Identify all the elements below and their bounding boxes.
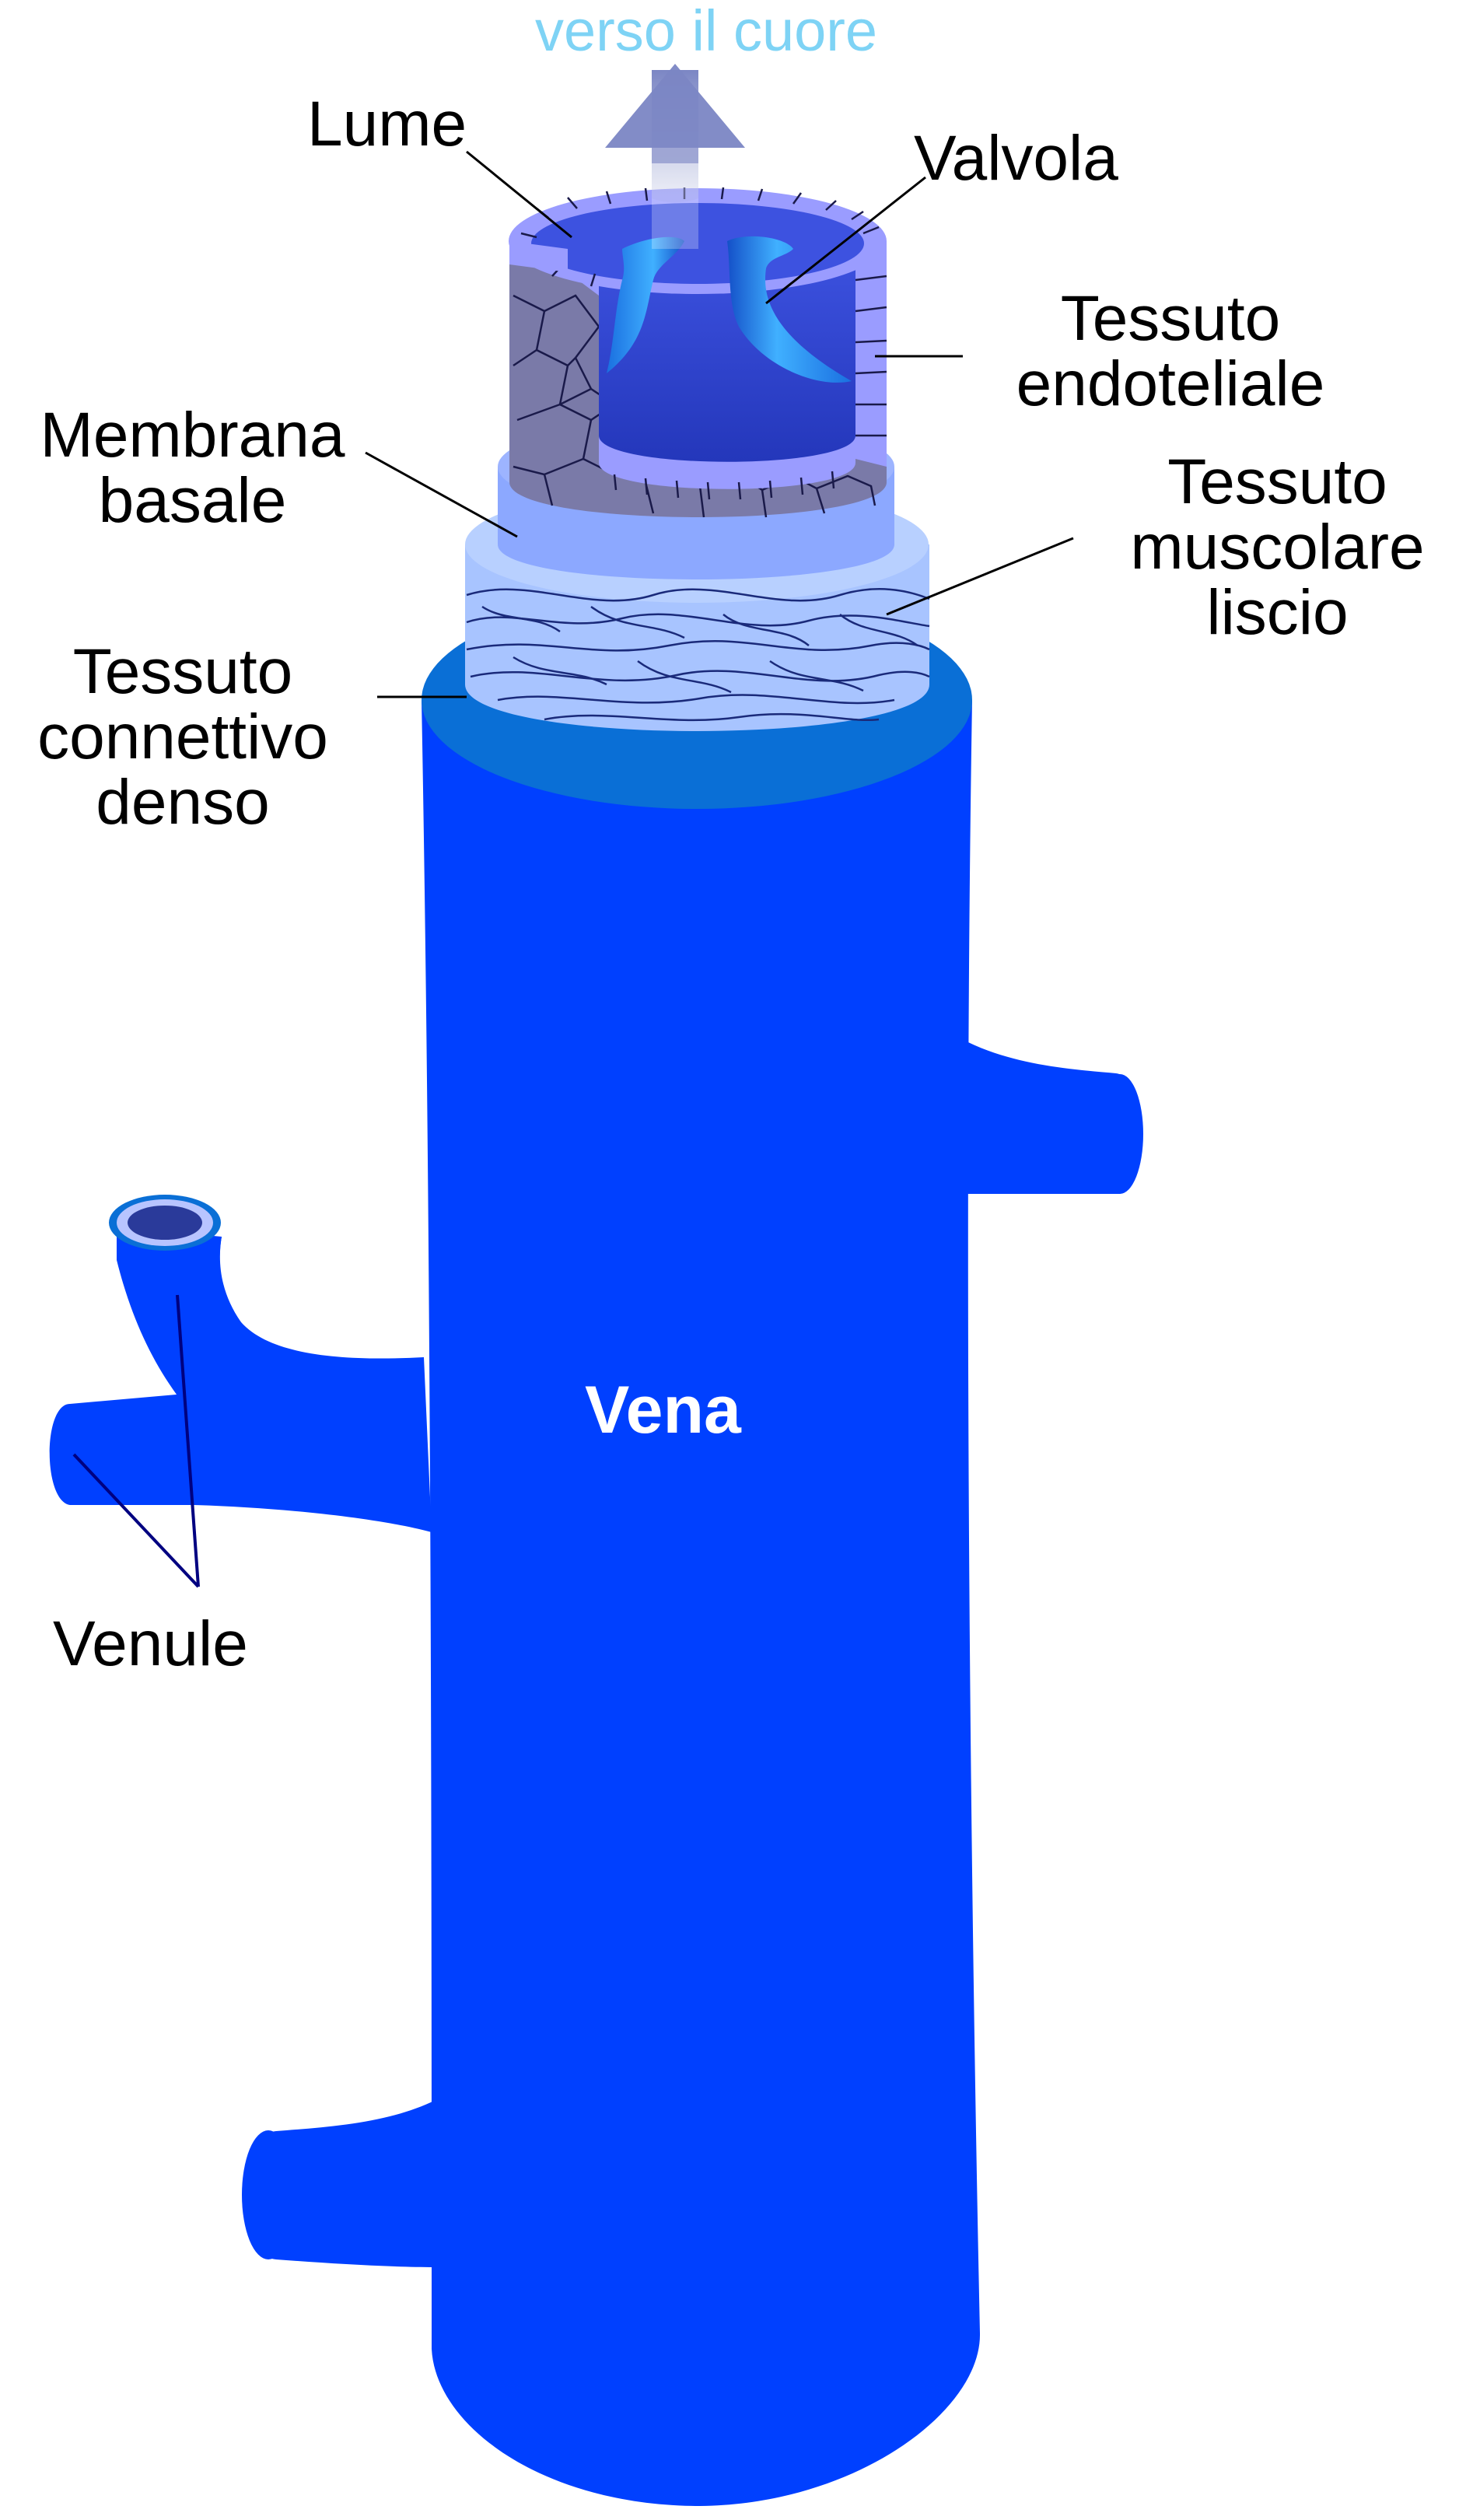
label-tessuto-connettivo-line1: Tessuto bbox=[72, 636, 293, 707]
vein-branch-right-end bbox=[1097, 1074, 1143, 1194]
label-tessuto-muscolare: Tessuto muscolare liscio bbox=[1089, 450, 1466, 646]
label-valvola: Valvola bbox=[914, 123, 1118, 194]
direction-arrow bbox=[605, 64, 745, 249]
label-tessuto-connettivo: Tessuto connettivo denso bbox=[0, 639, 366, 835]
label-tessuto-endoteliale-line2: endoteliale bbox=[1016, 348, 1325, 419]
label-tessuto-muscolare-line3: liscio bbox=[1206, 577, 1349, 648]
label-lume: Lume bbox=[307, 89, 467, 159]
vein-branch-right bbox=[957, 1038, 1142, 1194]
label-tessuto-connettivo-line3: denso bbox=[96, 767, 270, 838]
direction-label: verso il cuore bbox=[535, 0, 878, 63]
vein-branch-left-lower-end bbox=[242, 2130, 295, 2259]
label-vena: Vena bbox=[585, 1373, 741, 1447]
leader-membrana bbox=[365, 451, 518, 538]
label-tessuto-endoteliale-line1: Tessuto bbox=[1060, 283, 1281, 354]
valve-leaflet-left bbox=[607, 236, 684, 373]
valve bbox=[607, 236, 852, 383]
label-venule: Venule bbox=[53, 1608, 248, 1679]
label-membrana-basale-line2: basale bbox=[98, 465, 287, 536]
valve-leaflet-right bbox=[727, 236, 852, 383]
vein-trunk bbox=[422, 700, 981, 2506]
label-membrana-basale-line1: Membrana bbox=[40, 400, 345, 471]
leader-valvola bbox=[765, 176, 926, 305]
venule-leaders bbox=[72, 1294, 200, 1588]
label-membrana-basale: Membrana basale bbox=[0, 403, 385, 534]
label-tessuto-muscolare-line2: muscolare bbox=[1130, 512, 1425, 583]
leader-lume bbox=[466, 150, 572, 239]
endothelium-layer bbox=[509, 187, 887, 518]
leader-lines bbox=[365, 150, 1074, 698]
venule-tube bbox=[117, 1237, 257, 1408]
leader-muscolare bbox=[886, 537, 1074, 616]
vein-branch-left-lower bbox=[243, 2100, 436, 2267]
venule-branch-left bbox=[49, 1233, 432, 1532]
label-tessuto-muscolare-line1: Tessuto bbox=[1167, 446, 1387, 517]
vein-body bbox=[49, 700, 1143, 2506]
venule-opening bbox=[109, 1195, 221, 1251]
label-tessuto-endoteliale: Tessuto endoteliale bbox=[968, 286, 1373, 417]
label-tessuto-connettivo-line2: connettivo bbox=[37, 702, 328, 772]
